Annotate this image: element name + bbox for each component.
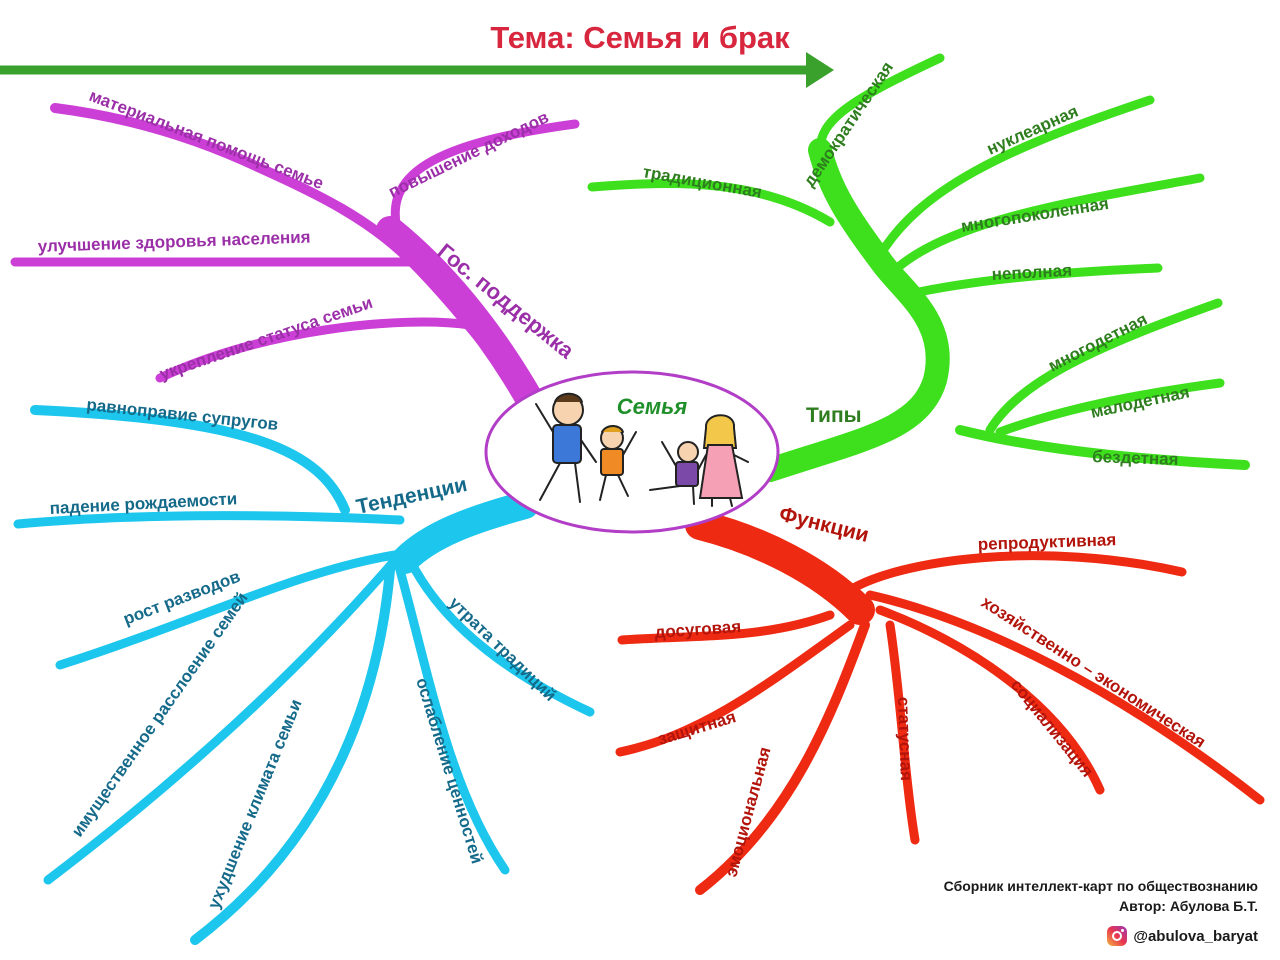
- trends-item: утрата традиций: [445, 593, 560, 705]
- footer-collection: Сборник интеллект-карт по обществознанию: [943, 878, 1258, 894]
- branch-support: [10, 103, 580, 414]
- functions-item: защитная: [656, 707, 738, 749]
- functions-item: хозяйственно – экономическая: [978, 592, 1209, 751]
- functions-item: репродуктивная: [977, 530, 1116, 554]
- center-node: Семья: [484, 370, 780, 534]
- trends-item: ослабление ценностей: [412, 676, 487, 866]
- functions-item: статусная: [894, 696, 916, 781]
- center-label: Семья: [617, 394, 687, 419]
- instagram-handle[interactable]: @abulova_baryat: [1107, 926, 1258, 946]
- trends-item: ухудшение климата семьи: [204, 697, 306, 912]
- types-item: малодетная: [1089, 382, 1191, 421]
- types-item: неполная: [991, 261, 1072, 284]
- types-label: Типы: [806, 404, 862, 427]
- branch-trends: [13, 405, 595, 945]
- support-item: повышение доходов: [385, 107, 551, 201]
- instagram-text: @abulova_baryat: [1133, 927, 1258, 945]
- branch-functions: [615, 510, 1265, 895]
- functions-item: социализация: [1007, 676, 1097, 781]
- instagram-icon: [1107, 926, 1128, 946]
- types-item: многодетная: [1045, 309, 1150, 375]
- types-item: традиционная: [641, 162, 763, 202]
- types-item: бездетная: [1092, 447, 1179, 469]
- support-item: улучшение здоровья населения: [37, 227, 310, 256]
- types-item: многопоколенная: [960, 194, 1110, 236]
- functions-label: Функции: [777, 503, 871, 547]
- support-item: материальная помощь семье: [87, 86, 327, 193]
- functions-item: эмоциональная: [722, 745, 775, 879]
- support-item: укрепление статуса семьи: [157, 293, 375, 384]
- page-title: Тема: Семья и брак: [490, 20, 790, 55]
- title-arrow: [0, 52, 834, 88]
- footer-credits: Сборник интеллект-карт по обществознанию…: [944, 878, 1258, 914]
- branch-types: [587, 53, 1250, 482]
- footer-author: Автор: Абулова Б.Т.: [1118, 898, 1258, 914]
- trends-label: Тенденции: [354, 473, 469, 519]
- family-drawing-icon: [535, 392, 749, 507]
